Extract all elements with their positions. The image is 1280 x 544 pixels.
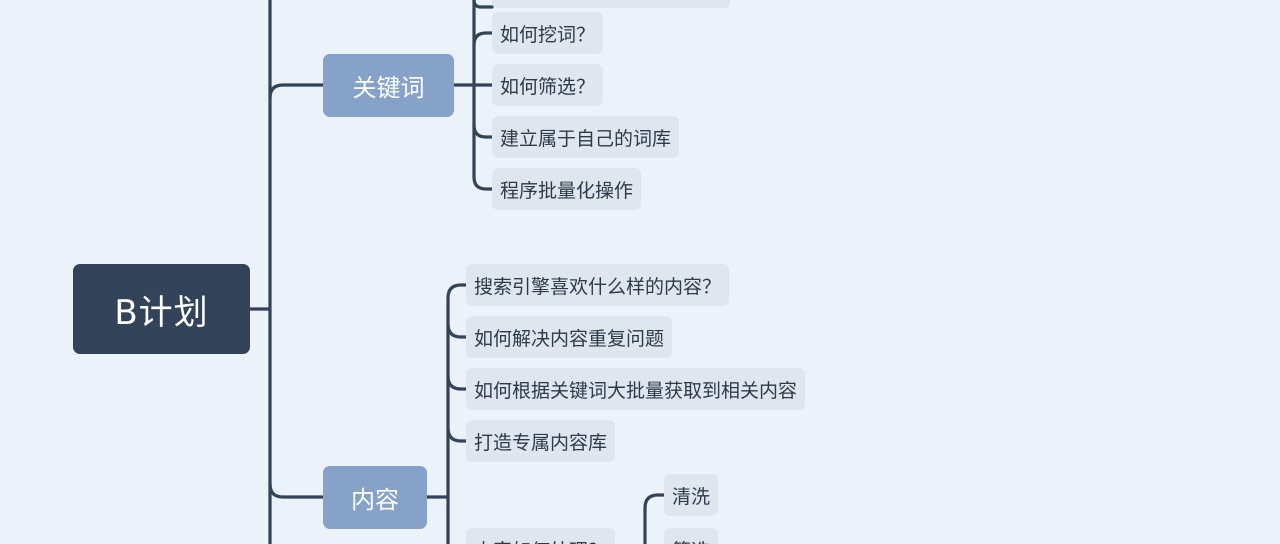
branch-node-content[interactable]: 内容	[323, 466, 427, 529]
connector-keyword-leaf-4	[472, 175, 494, 191]
sub-leaf-node[interactable]: 清洗	[664, 474, 719, 516]
connector-keyword-top-stub	[472, 0, 494, 9]
leaf-node-partial[interactable]	[492, 0, 730, 8]
connector-content-leaf-4	[446, 426, 468, 443]
leaf-node[interactable]: 如何筛选？	[492, 64, 604, 106]
connector-content-leaf-2	[446, 322, 468, 339]
root-node[interactable]: B计划	[73, 264, 250, 354]
branch-node-keyword[interactable]: 关键词	[323, 54, 454, 117]
connector-keyword-leaf-3	[472, 123, 494, 139]
branch-label: 关键词	[352, 74, 425, 102]
leaf-label: 内容如何处理？	[474, 536, 607, 544]
leaf-label: 打造专属内容库	[474, 431, 608, 454]
root-label: B计划	[114, 292, 209, 333]
leaf-node[interactable]: 如何解决内容重复问题	[466, 316, 673, 358]
leaf-label: 建立属于自己的词库	[500, 127, 672, 150]
connector-keyword-leaf-1	[472, 31, 494, 47]
leaf-label: 如何挖词？	[500, 23, 596, 46]
leaf-node[interactable]: 程序批量化操作	[492, 168, 642, 210]
sub-leaf-node[interactable]: 筛选	[664, 528, 719, 544]
connector-trunk-keyword	[268, 83, 325, 100]
leaf-node[interactable]: 建立属于自己的词库	[492, 116, 680, 158]
leaf-node[interactable]: 内容如何处理？	[466, 528, 616, 544]
leaf-node[interactable]: 搜索引擎喜欢什么样的内容？	[466, 264, 730, 306]
leaf-label: 搜索引擎喜欢什么样的内容？	[474, 275, 722, 298]
leaf-label: 清洗	[672, 485, 711, 508]
leaf-node[interactable]: 打造专属内容库	[466, 420, 616, 462]
connector-content-leaf-3	[446, 374, 468, 391]
branch-label: 内容	[351, 486, 399, 514]
leaf-label: 筛选	[672, 536, 710, 544]
leaf-label: 程序批量化操作	[500, 179, 634, 202]
connector-trunk-content	[268, 482, 325, 499]
leaf-label: 如何筛选？	[500, 75, 596, 98]
leaf-label: 如何解决内容重复问题	[474, 327, 665, 350]
leaf-node[interactable]: 如何挖词？	[492, 12, 604, 54]
leaf-label: 如何根据关键词大批量获取到相关内容	[474, 379, 798, 402]
leaf-node[interactable]: 如何根据关键词大批量获取到相关内容	[466, 368, 806, 410]
connector-content-leaf-1	[446, 283, 468, 300]
connector-process-leaf-1	[643, 493, 666, 510]
